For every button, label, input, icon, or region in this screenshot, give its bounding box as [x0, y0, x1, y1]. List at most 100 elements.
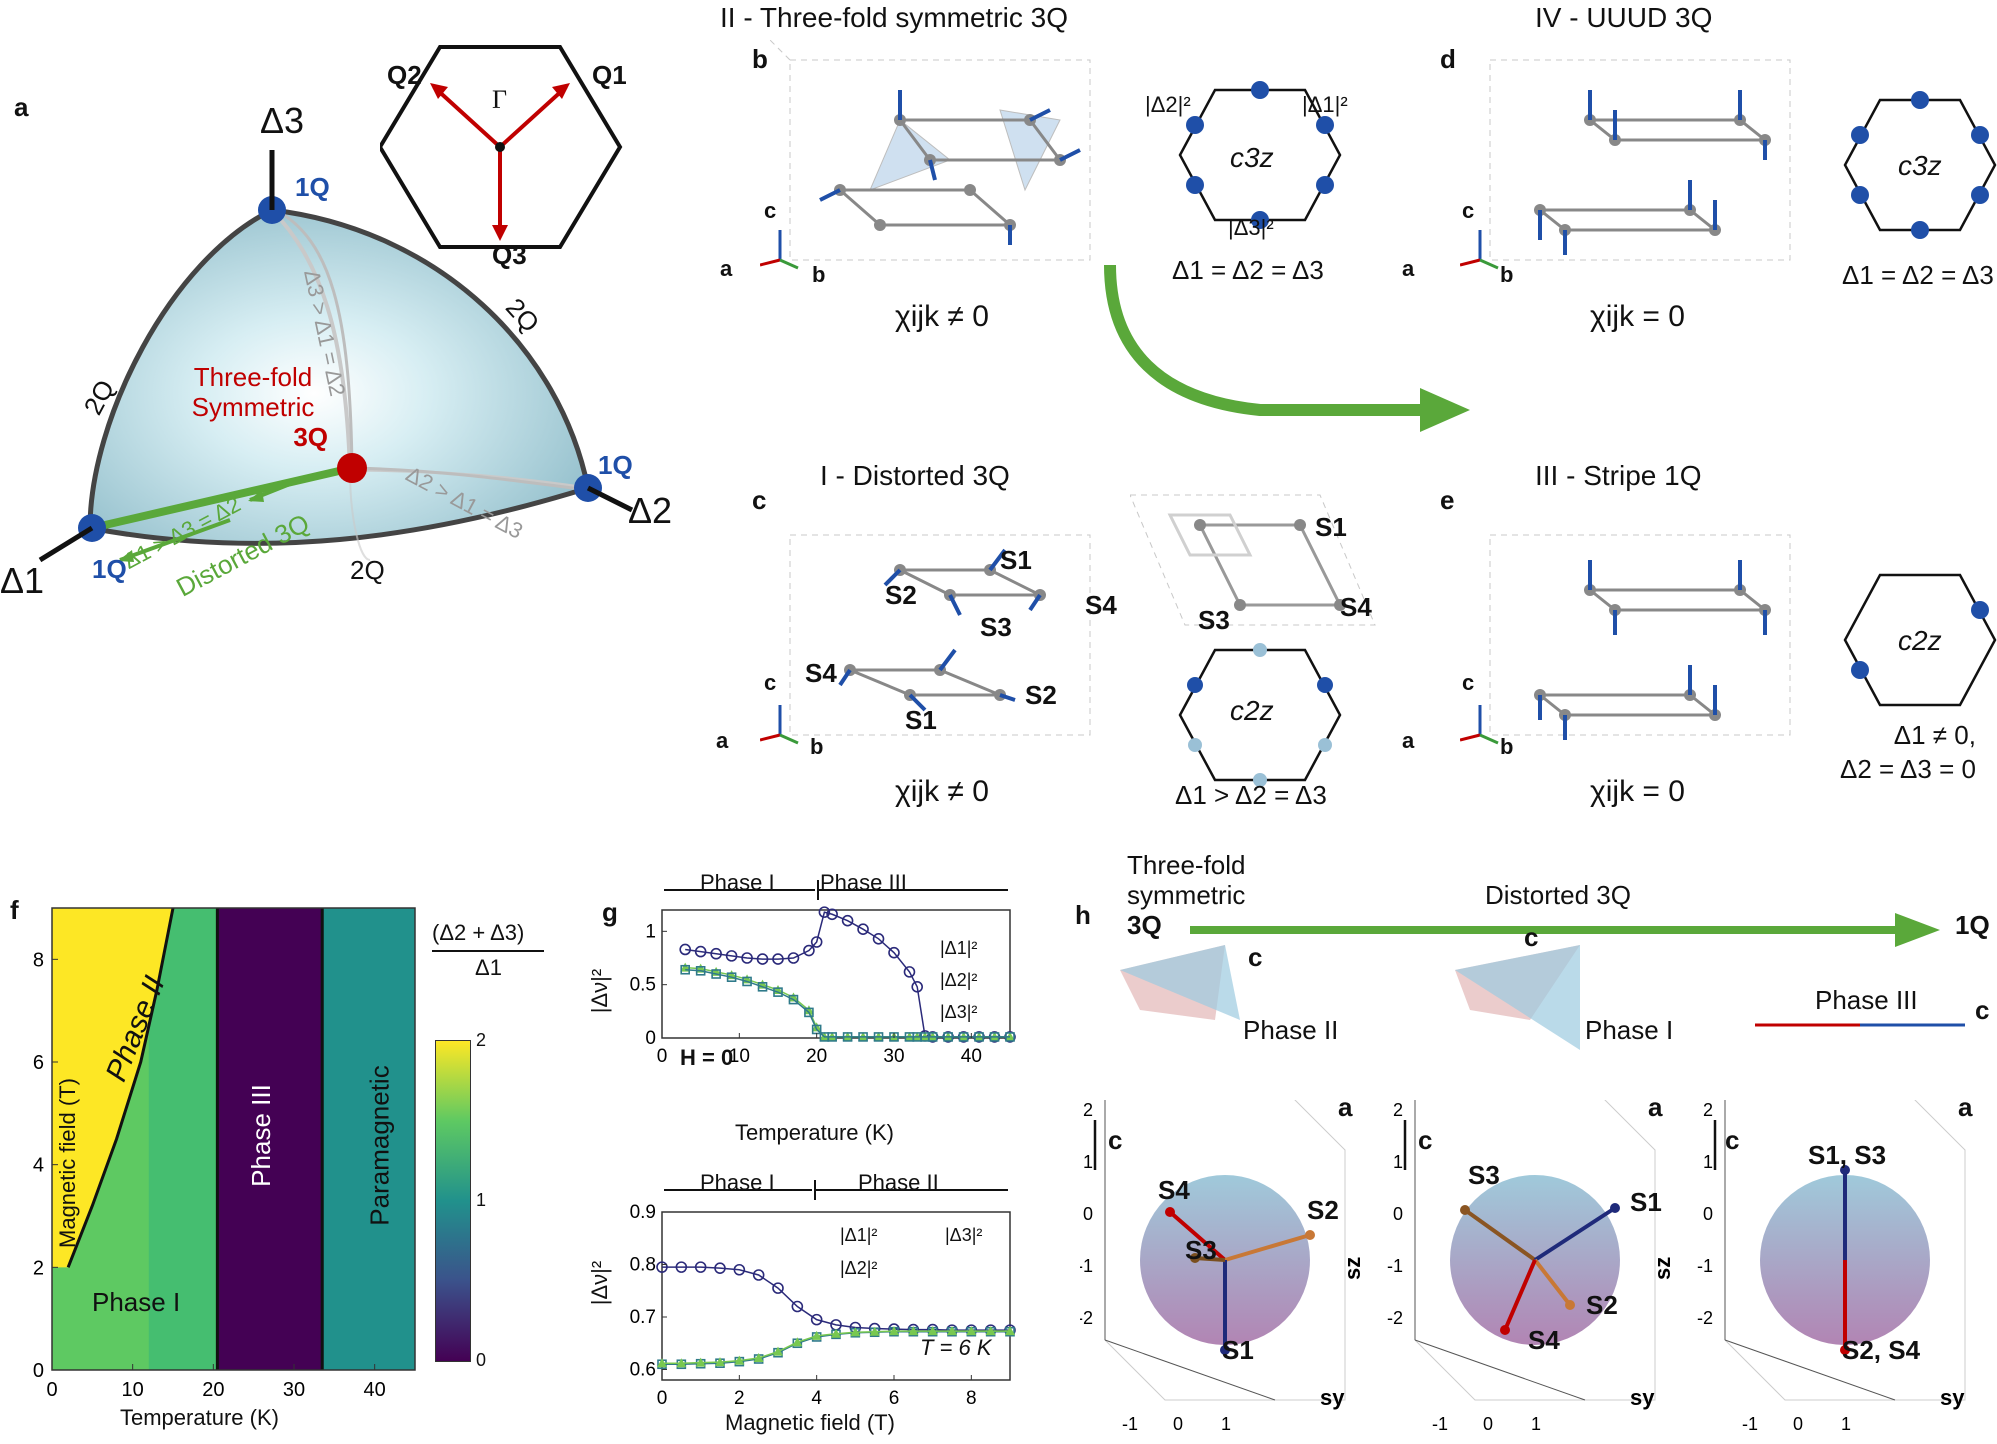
panel-c-s2-top: S2 — [885, 580, 917, 610]
panel-e-title: III - Stripe 1Q — [1535, 460, 1702, 491]
gtop-point — [787, 952, 800, 964]
h-ztick: 2 — [1393, 1100, 1403, 1120]
panel-letter-c: c — [752, 485, 767, 515]
bz-gamma: Γ — [492, 85, 508, 114]
panel-f-ylabel: Magnetic field (T) — [55, 1078, 80, 1248]
panel-e-chi: χijk = 0 — [1590, 775, 1685, 808]
vertex-1q-top: 1Q — [295, 172, 330, 202]
h-ztick: 0 — [1703, 1204, 1713, 1224]
vertex-1q-left: 1Q — [92, 554, 127, 584]
h1-vec-s1-head — [1220, 1345, 1230, 1355]
panel-c-s4-bot: S4 — [805, 658, 837, 688]
three-fold-label: Three-fold Symmetric 3Q — [191, 362, 328, 452]
gtop-point — [1005, 1032, 1015, 1042]
panel-d-hexagon — [1843, 91, 1997, 239]
h-phase-ii: Phase II — [1243, 1015, 1339, 1045]
gbot-point — [927, 1326, 938, 1336]
gtop-point — [903, 966, 916, 978]
h2-s3: S3 — [1468, 1160, 1500, 1190]
gbot-xtick-label: 4 — [811, 1388, 822, 1409]
panel-b-hex-d3: |Δ3|² — [1228, 215, 1274, 240]
h-axis-c-1: c — [1108, 1125, 1123, 1155]
h-polyhedra — [1120, 945, 1965, 1050]
gtop-xtick-label: 10 — [729, 1046, 750, 1067]
panel-e-c2z: c2z — [1898, 625, 1942, 656]
panel-c-s2-bot: S2 — [1025, 680, 1057, 710]
gbot-point — [657, 1358, 667, 1368]
gbot-point — [714, 1262, 726, 1274]
h-sphere-group-1: 210-1-2sz-101sxsy — [1340, 1100, 1656, 1434]
gtop-point — [841, 914, 854, 927]
gtop-ytick-label: 0.5 — [630, 975, 656, 996]
heat-phase-i-edge — [148, 908, 218, 1370]
h1-vec-s2 — [1224, 1233, 1311, 1262]
h3-s24: S2, S4 — [1842, 1335, 1921, 1365]
gtop-xtick-label: 20 — [806, 1046, 827, 1067]
gbot-point — [850, 1327, 861, 1337]
h-arrow-label: Distorted 3Q — [1485, 880, 1631, 910]
gbot-point — [675, 1261, 688, 1273]
top-curve — [270, 208, 352, 471]
bz-q3: Q3 — [492, 240, 527, 270]
gtop-point — [757, 982, 768, 992]
h-xtick: -1 — [1432, 1414, 1448, 1434]
panel-c-relation: Δ1 > Δ2 = Δ3 — [1175, 780, 1327, 810]
gbot-point — [752, 1269, 765, 1281]
f-xtick-label: 10 — [122, 1379, 144, 1401]
h-spheres: 210-1-2sz-101sxsy210-1-2sz-101sxsy210-1-… — [1080, 1100, 1966, 1434]
vertex-1q-right: 1Q — [598, 450, 633, 480]
heat-paramagnetic — [322, 908, 415, 1370]
h-xaxis-0 — [1104, 1339, 1276, 1401]
h1-s3: S3 — [1185, 1235, 1217, 1265]
h-axis-c-3: c — [1725, 1125, 1740, 1155]
bz-q2: Q2 — [387, 60, 422, 90]
panel-d-title: IV - UUUD 3Q — [1535, 2, 1713, 33]
f-ytick-label: 0 — [33, 1360, 44, 1382]
gbot-line-0 — [662, 1266, 1010, 1331]
h1-s2: S2 — [1307, 1195, 1339, 1225]
h2-s2: S2 — [1586, 1290, 1618, 1320]
panel-c-axis-c: c — [764, 670, 777, 695]
gtop-point — [756, 953, 769, 965]
h-xtick: 1 — [1531, 1414, 1541, 1434]
panel-b-axis-c: c — [764, 198, 777, 223]
h-ztick: 1 — [1393, 1152, 1403, 1172]
g-bot-phase-i: Phase I — [700, 1170, 775, 1195]
h-axis-a-3: a — [1958, 1092, 1973, 1122]
heat-phase-iii — [217, 908, 323, 1370]
h2-vec-s4-head — [1500, 1325, 1510, 1335]
gbot-point — [791, 1300, 804, 1313]
panel-c-topview-s1: S1 — [1315, 512, 1347, 542]
h-axis-c-2: c — [1418, 1125, 1433, 1155]
h-xtick: 1 — [1221, 1414, 1231, 1434]
h1-s1: S1 — [1222, 1335, 1254, 1365]
h1-s4: S4 — [1158, 1175, 1190, 1205]
gtop-point — [788, 994, 799, 1005]
region-phase-i: Phase I — [92, 1287, 181, 1317]
panel-c-top-view — [1130, 494, 1376, 626]
gbot-point — [694, 1261, 707, 1273]
gtop-point — [958, 1032, 969, 1042]
gtop-point — [772, 953, 784, 965]
h-zlabel: sz — [1340, 1257, 1365, 1280]
gbot-point — [656, 1261, 668, 1273]
g-bot-legend-2: |Δ3|² — [945, 1225, 983, 1245]
panel-b-hex-d2: |Δ2|² — [1145, 92, 1191, 117]
gtop-point — [710, 947, 722, 960]
bz-q1: Q1 — [592, 60, 627, 90]
gbot-point — [792, 1337, 803, 1347]
panel-e-axis-a: a — [1402, 728, 1415, 753]
h1-vec-s2-head — [1305, 1230, 1315, 1240]
gbot-point — [908, 1326, 919, 1336]
h1-vec-s3-head — [1190, 1253, 1200, 1263]
gbot-point — [869, 1326, 880, 1336]
gtop-point — [695, 966, 706, 976]
h-xaxis-2 — [1724, 1339, 1896, 1401]
gtop-point — [741, 952, 753, 964]
f-ytick-label: 4 — [33, 1155, 44, 1177]
panel-c-axis-b: b — [810, 734, 824, 759]
gtop-point — [889, 1032, 899, 1042]
gbot-ytick-label: 0.9 — [630, 1202, 656, 1223]
f-xtick-label: 40 — [364, 1379, 386, 1401]
